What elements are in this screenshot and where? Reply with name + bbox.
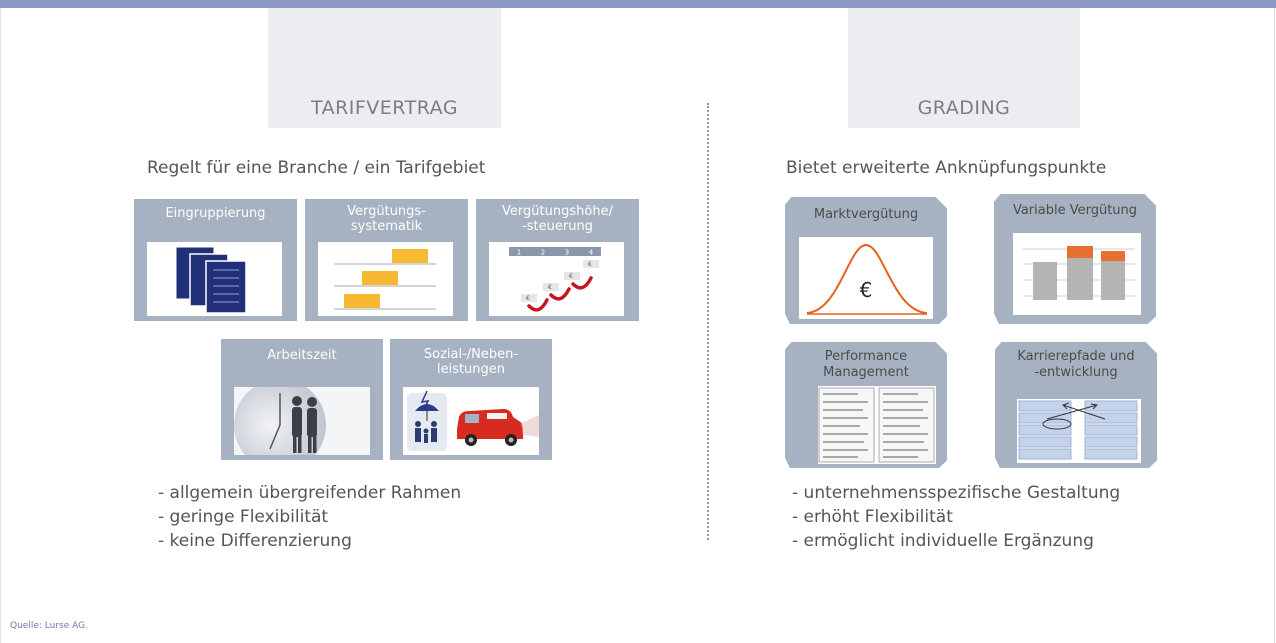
heading-tarifvertrag: TARIFVERTRAG (268, 8, 501, 128)
tile-label: Eingruppierung (165, 206, 266, 221)
euro-mark: € (548, 284, 552, 291)
bullets-left: - allgemein übergreifender Rahmen - geri… (158, 481, 461, 553)
dotted-divider (707, 103, 709, 540)
salary-steps-icon: 1 2 3 4 € € € € (509, 247, 601, 312)
tile-arbeitszeit: Arbeitszeit (221, 339, 383, 460)
documents-icon (175, 246, 247, 314)
heading-grading: GRADING (848, 8, 1080, 128)
bullet-item: - allgemein übergreifender Rahmen (158, 483, 462, 503)
tile-label: Sozial-/Neben- leistungen (423, 347, 519, 377)
step-label: 4 (589, 249, 594, 257)
bullet-item: - erhöht Flexibilität (792, 507, 953, 527)
tile-verguetungshoehe: Vergütungshöhe/ -steuerung 1 2 3 4 € € €… (476, 199, 639, 321)
tile-label: Karrierepfade und -entwicklung (1017, 349, 1135, 380)
tile-marktverguetung: Marktvergütung € (785, 197, 947, 324)
slide-frame (0, 8, 1275, 643)
tile-sozialleistungen: Sozial-/Neben- leistungen (390, 339, 552, 460)
step-label: 3 (565, 249, 569, 257)
document-forms-icon (818, 387, 935, 463)
bars-illustration (318, 242, 453, 316)
tile-label: Vergütungshöhe/ -steuerung (502, 204, 613, 234)
heading-grading-text: GRADING (917, 97, 1011, 119)
step-label: 1 (517, 249, 521, 257)
subtitle-left: Regelt für eine Branche / ein Tarifgebie… (147, 158, 486, 178)
tile-label: Variable Vergütung (1012, 203, 1138, 218)
family-car-icon (407, 390, 539, 451)
benefits-illustration (403, 387, 539, 455)
bullets-right: - unternehmensspezifische Gestaltung - e… (792, 481, 1120, 553)
bullet-item: - unternehmensspezifische Gestaltung (792, 483, 1121, 503)
stacked-bars-illustration (1013, 233, 1141, 315)
tile-label: Marktvergütung (813, 207, 919, 222)
bullet-item: - ermöglicht individuelle Ergänzung (792, 531, 1094, 551)
tile-performance-management: Performance Management (785, 342, 947, 468)
career-path-icon (1018, 400, 1138, 460)
bullet-item: - geringe Flexibilität (158, 507, 329, 527)
euro-mark: € (526, 295, 530, 302)
bell-curve-icon: € (806, 243, 928, 315)
clock-people-illustration (234, 387, 370, 455)
euro-mark: € (588, 261, 592, 268)
tile-karrierepfade: Karrierepfade und -entwicklung (995, 342, 1157, 468)
heading-tarifvertrag-text: TARIFVERTRAG (310, 97, 459, 119)
forms-illustration (818, 386, 936, 464)
top-accent-bar (0, 0, 1276, 8)
steps-illustration: 1 2 3 4 € € € € (489, 242, 624, 316)
documents-illustration (147, 242, 282, 316)
tile-variable-verguetung: Variable Vergütung (994, 194, 1156, 324)
tile-label: Vergütungs- systematik (347, 204, 426, 234)
tile-eingruppierung: Eingruppierung (134, 199, 297, 321)
bell-curve-illustration: € (799, 237, 933, 319)
clock-people-icon (234, 387, 370, 455)
euro-symbol: € (860, 278, 873, 302)
source-note: Quelle: Lurse AG. (10, 621, 88, 631)
salary-bands-icon (334, 249, 436, 310)
step-label: 2 (541, 249, 545, 257)
subtitle-right: Bietet erweiterte Anknüpfungspunkte (786, 158, 1107, 178)
tile-verguetungssystematik: Vergütungs- systematik (305, 199, 468, 321)
euro-mark: € (569, 273, 573, 280)
variable-pay-bars-icon (1023, 246, 1135, 300)
tile-label: Performance Management (823, 349, 909, 380)
bullet-item: - keine Differenzierung (158, 531, 352, 551)
tile-label: Arbeitszeit (267, 348, 337, 363)
career-grid-illustration (1017, 399, 1141, 463)
